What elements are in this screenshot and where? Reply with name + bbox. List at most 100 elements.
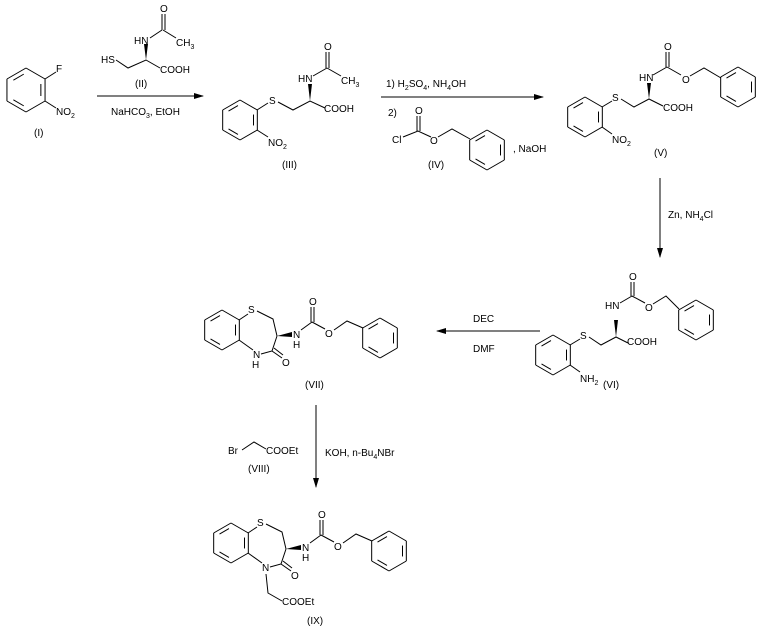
compound-I: F NO2 (I) <box>6 64 75 139</box>
methyl-label: CH3 <box>341 76 359 89</box>
ring-bond <box>221 309 240 321</box>
oxygen-label: O <box>282 358 290 369</box>
ring-bond <box>486 129 505 141</box>
oxygen-label: O <box>325 329 333 340</box>
carboxyl-label: COOH <box>663 103 693 114</box>
ring-double-bond <box>13 73 25 81</box>
ring-bond <box>379 347 398 359</box>
compound-IX: S N H O N COOEt O O (IX) <box>213 510 407 626</box>
ring-double-bond <box>219 551 230 558</box>
oxygen-label: O <box>415 106 423 117</box>
step5-conditions: KOH, n-Bu4NBr <box>325 448 395 461</box>
ring-bond <box>204 309 223 321</box>
sulfur-label: S <box>269 96 276 107</box>
compound-label-III: (III) <box>282 160 297 171</box>
benzene-ring <box>204 309 240 351</box>
fluoro-label: F <box>56 64 62 75</box>
ring-double-bond <box>684 328 695 335</box>
amine-label: HN <box>298 74 312 85</box>
oxygen-label: O <box>309 297 317 308</box>
ring-bond <box>567 96 586 108</box>
ring-double-bond <box>475 135 486 142</box>
ring-bond <box>535 364 554 376</box>
hydrogen-label: H <box>302 553 309 564</box>
nitrogen-label: N <box>293 330 300 341</box>
ring-double-bond <box>210 315 221 322</box>
benzene-ring <box>567 96 603 138</box>
ring-double-bond <box>726 72 737 79</box>
oxygen-label: O <box>291 571 299 582</box>
benzene-ring <box>213 522 249 564</box>
ring-double-bond <box>541 340 552 347</box>
ring-double-bond <box>219 528 230 535</box>
ring-bond <box>695 299 714 311</box>
hydrogen-label: H <box>293 340 300 351</box>
ring-double-bond <box>684 305 695 312</box>
ring-bond <box>230 552 249 564</box>
ring-bond <box>720 66 739 78</box>
ring-bond <box>222 99 241 111</box>
ring-bond <box>469 129 488 141</box>
compound-label-IX: (IX) <box>307 616 323 626</box>
compound-II: HS HN O CH3 COOH (II) <box>101 4 194 90</box>
ring-bond <box>552 364 571 376</box>
ring-bond <box>737 66 756 78</box>
ring-bond <box>371 530 390 542</box>
ring-double-bond <box>210 338 221 345</box>
carboxyl-label: COOH <box>324 104 354 115</box>
ring-bond <box>25 100 46 113</box>
nitrogen-label: N <box>302 543 309 554</box>
ring-bond <box>6 67 27 80</box>
sulfur-label: S <box>612 93 619 104</box>
ring-bond <box>222 129 241 141</box>
ring-bond <box>584 96 603 108</box>
sulfur-label: S <box>257 518 264 529</box>
ring-bond <box>204 339 223 351</box>
nitro-label: NO2 <box>612 135 631 148</box>
ring-bond <box>239 99 258 111</box>
amine-label: HN <box>134 36 148 47</box>
ring-bond <box>221 339 240 351</box>
compound-label-I: (I) <box>34 128 43 139</box>
benzene-ring <box>535 334 571 376</box>
compound-VIII: Br COOEt (VIII) <box>228 441 298 475</box>
compound-V: S HN O O COOH NO2 (V) <box>567 42 756 159</box>
compound-IV: O Cl O (IV) <box>392 106 505 171</box>
oxygen-label: O <box>664 42 672 53</box>
ring-bond <box>371 560 390 572</box>
ring-double-bond <box>377 559 388 566</box>
benzene-ring <box>6 67 46 113</box>
benzene-ring <box>469 129 505 171</box>
carboxyl-label: COOH <box>160 65 190 76</box>
compound-label-IV: (IV) <box>428 160 444 171</box>
ring-bond <box>362 317 381 329</box>
oxygen-label: O <box>430 136 438 147</box>
amine-label: HN <box>639 73 653 84</box>
ring-double-bond <box>228 105 239 112</box>
ring-bond <box>388 560 407 572</box>
ring-bond <box>362 347 381 359</box>
ring-bond <box>239 129 258 141</box>
ring-bond <box>552 334 571 346</box>
ring-bond <box>230 522 249 534</box>
oxygen-label: O <box>324 42 332 53</box>
ester-label: COOEt <box>266 446 298 457</box>
hydrogen-label: H <box>252 360 259 371</box>
amine-label: HN <box>605 301 619 312</box>
ring-bond <box>584 126 603 138</box>
ester-label: COOEt <box>282 597 314 608</box>
step4-reagent: DEC <box>473 314 494 325</box>
ring-double-bond <box>13 99 25 107</box>
ring-bond <box>6 100 27 113</box>
oxygen-label: O <box>629 272 637 283</box>
step3-conditions: Zn, NH4Cl <box>668 210 713 223</box>
oxygen-label: O <box>334 542 342 553</box>
chloro-label: Cl <box>392 135 401 146</box>
ring-bond <box>678 329 697 341</box>
step2-conditions-1: 1) H2SO4, NH4OH <box>386 79 466 92</box>
oxygen-label: O <box>318 510 326 521</box>
amino-label: NH2 <box>580 374 598 387</box>
compound-VII: S N H O N H O O (VII) <box>204 297 398 391</box>
benzene-ring <box>362 317 398 359</box>
ring-double-bond <box>368 346 379 353</box>
